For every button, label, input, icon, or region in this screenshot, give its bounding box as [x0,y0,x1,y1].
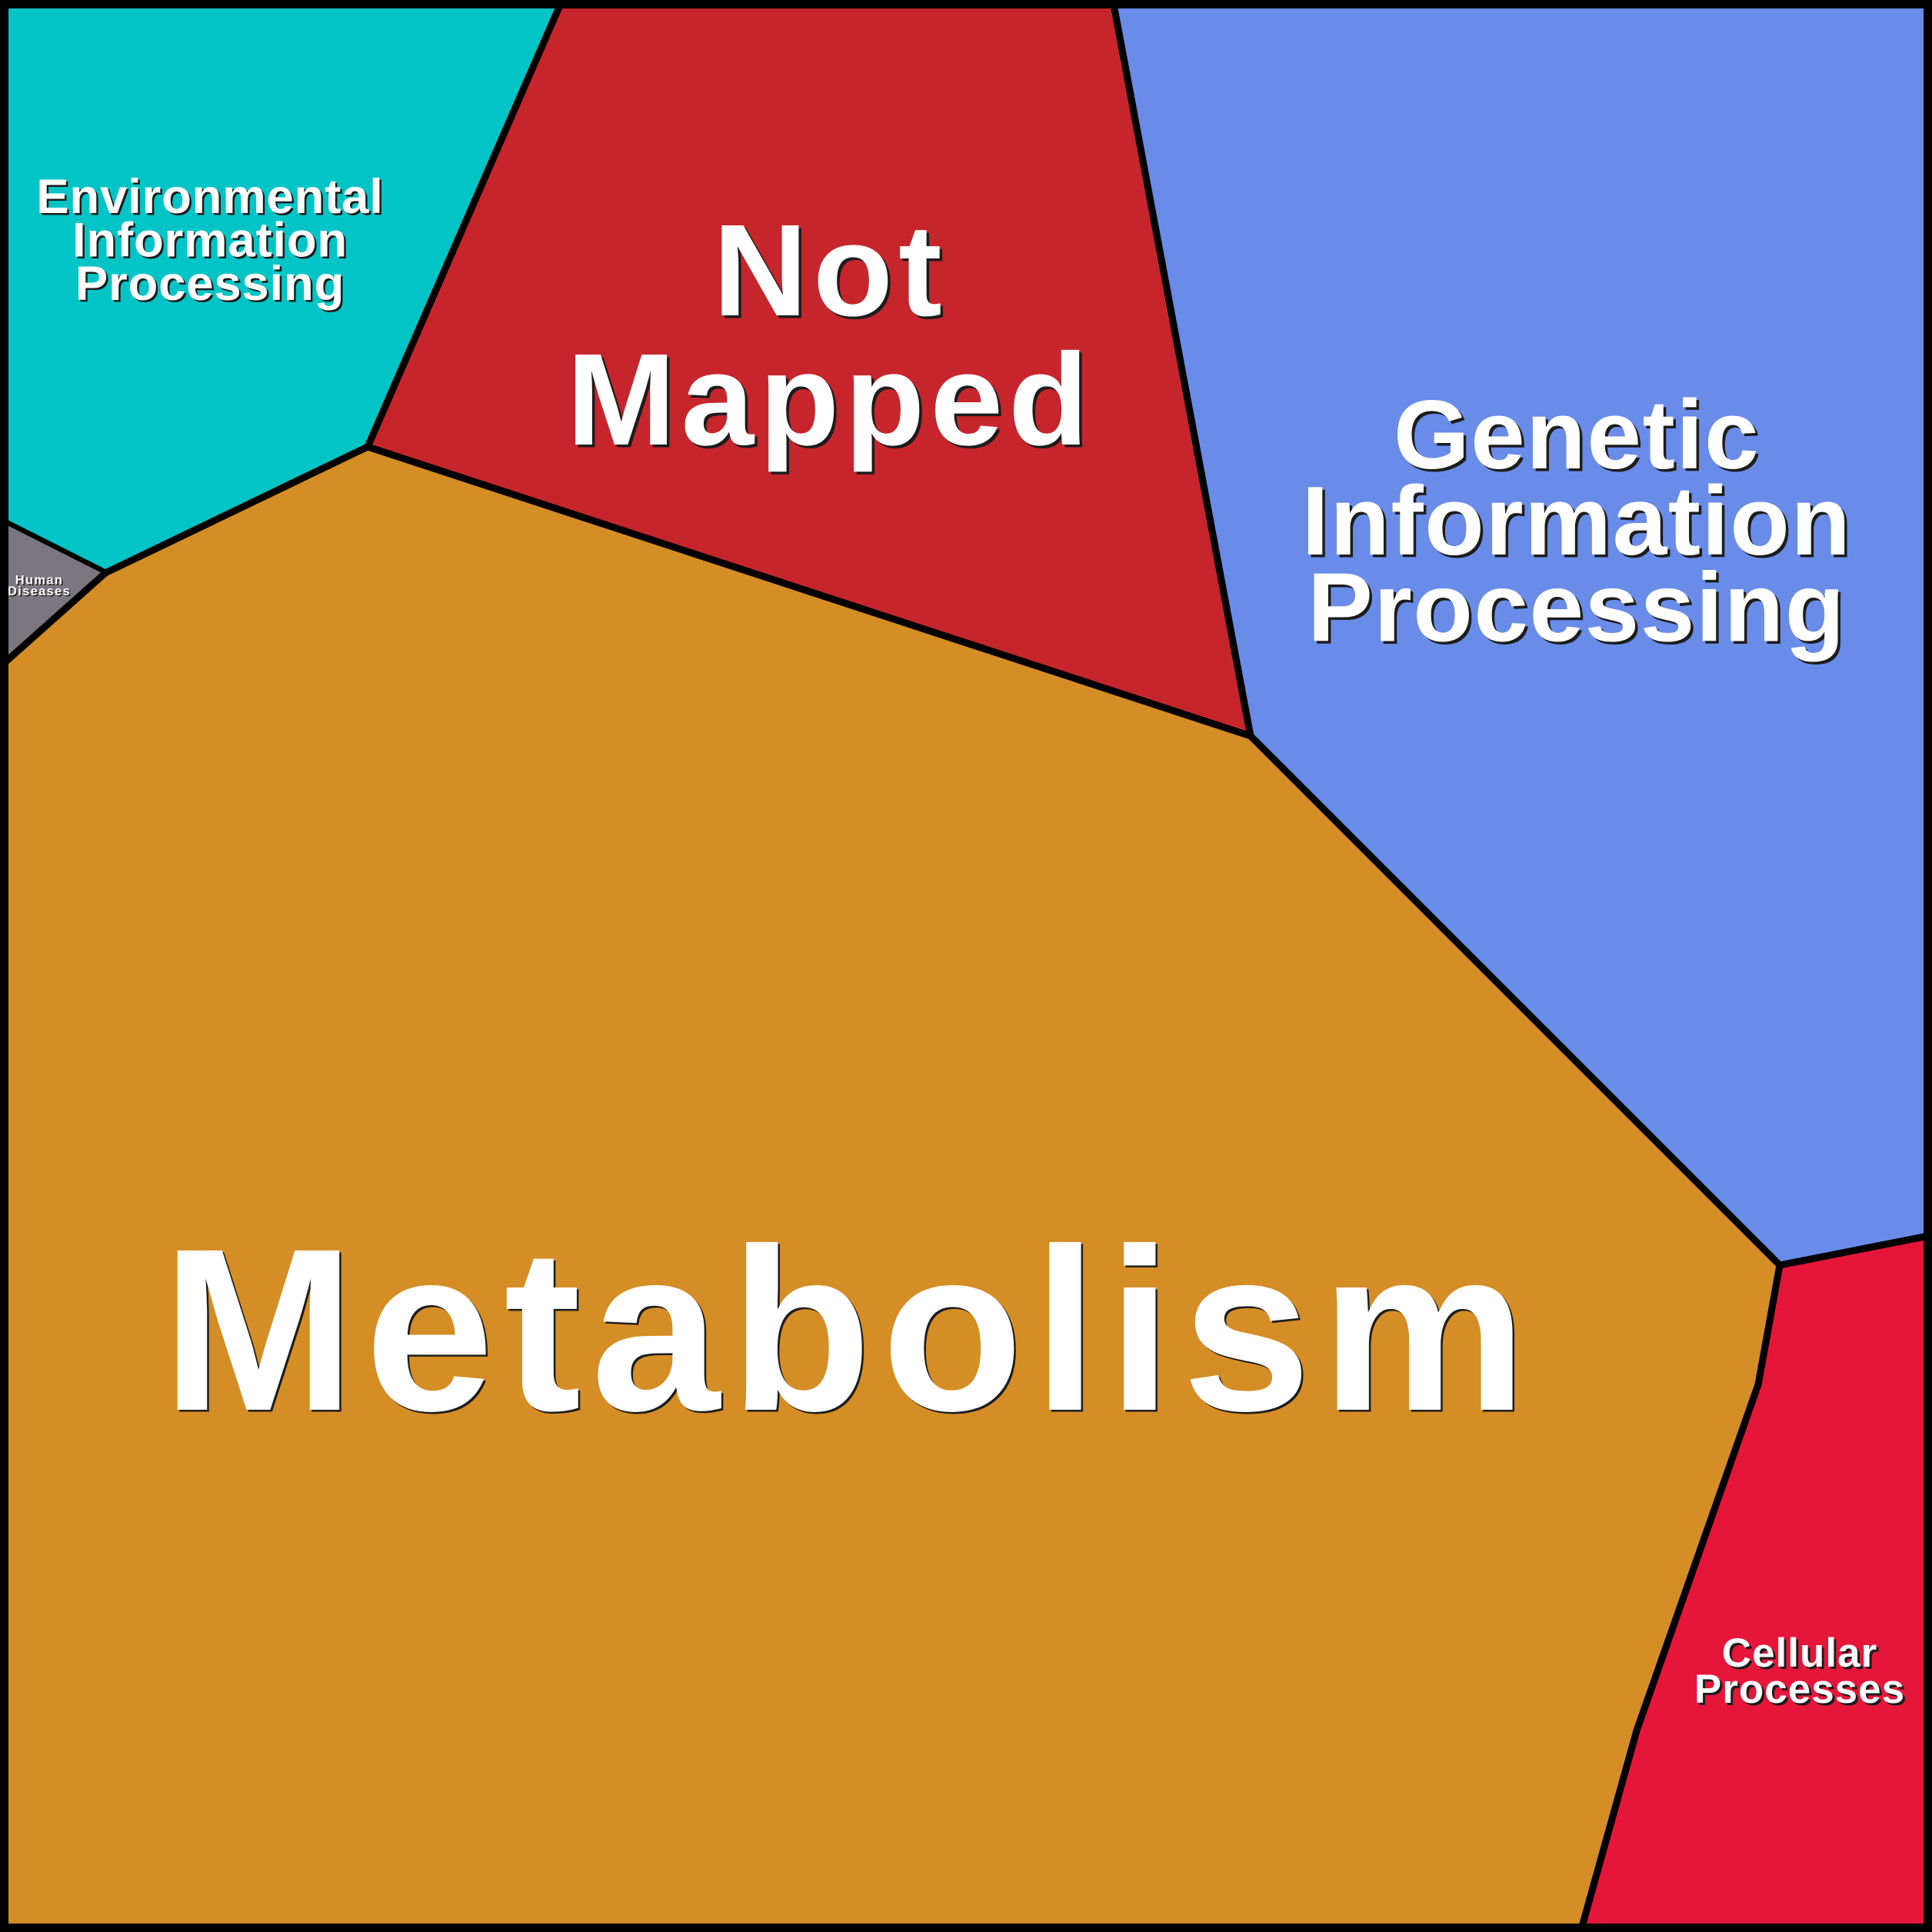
svg-text:Metabolism: Metabolism [162,1201,1537,1459]
svg-text:Metabolism: Metabolism [164,1203,1539,1461]
